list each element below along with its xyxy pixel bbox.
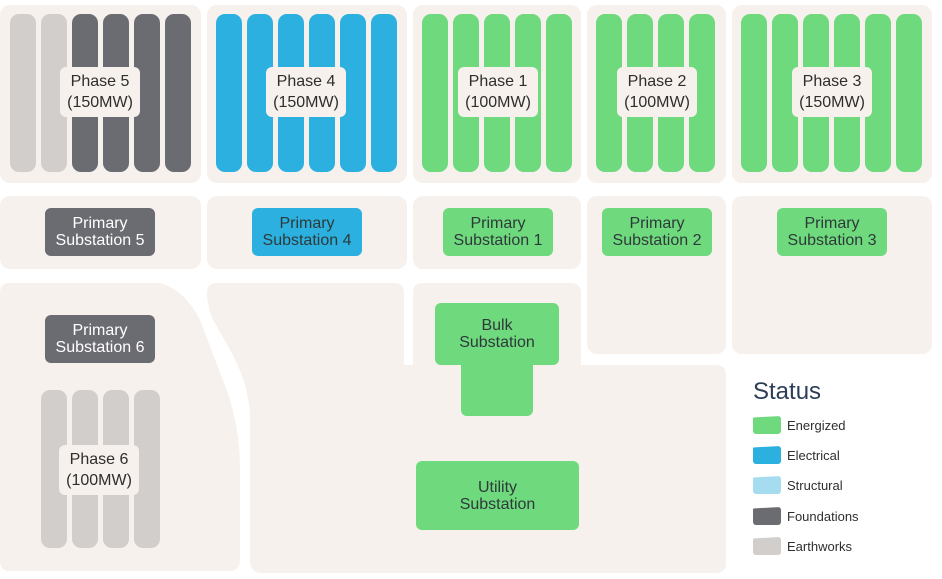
legend-label: Earthworks — [787, 538, 853, 554]
phase3-row — [741, 14, 767, 172]
phase1-label[interactable]: Phase 1 (100MW) — [458, 67, 538, 117]
primary-substation-3-line1: Primary — [804, 215, 860, 232]
legend-label: Structural — [787, 477, 843, 493]
phase5-name: Phase 5 — [70, 73, 130, 90]
primary-substation-1[interactable]: Primary Substation 1 — [443, 208, 553, 256]
primary-substation-6[interactable]: Primary Substation 6 — [45, 315, 155, 363]
phase4-row — [371, 14, 397, 172]
phase4-name: Phase 4 — [276, 73, 336, 90]
phase6-name: Phase 6 — [69, 451, 129, 468]
phase1-name: Phase 1 — [468, 73, 528, 90]
primary-substation-2-line2: Substation 2 — [612, 232, 702, 249]
phase2-label[interactable]: Phase 2 (100MW) — [617, 67, 697, 117]
primary-substation-6-line2: Substation 6 — [55, 339, 145, 356]
primary-substation-6-line1: Primary — [72, 322, 128, 339]
phase1-row — [546, 14, 572, 172]
bulk-substation-line2: Substation — [459, 334, 535, 351]
phase1-capacity: (100MW) — [465, 94, 531, 111]
legend-label: Electrical — [787, 447, 840, 463]
primary-substation-5-line2: Substation 5 — [55, 232, 145, 249]
utility-substation[interactable]: Utility Substation — [416, 461, 579, 530]
legend-item-foundations: Foundations — [753, 506, 859, 526]
phase3-name: Phase 3 — [802, 73, 862, 90]
primary-substation-3[interactable]: Primary Substation 3 — [777, 208, 887, 256]
phase3-row — [896, 14, 922, 172]
primary-substation-5[interactable]: Primary Substation 5 — [45, 208, 155, 256]
primary-substation-2[interactable]: Primary Substation 2 — [602, 208, 712, 256]
energized-swatch-icon — [753, 416, 781, 434]
earthworks-swatch-icon — [753, 537, 781, 555]
primary-substation-4-line2: Substation 4 — [262, 232, 352, 249]
foundations-swatch-icon — [753, 507, 781, 525]
legend-item-energized: Energized — [753, 415, 846, 435]
phase4-label[interactable]: Phase 4 (150MW) — [266, 67, 346, 117]
phase4-capacity: (150MW) — [273, 94, 339, 111]
utility-substation-line2: Substation — [459, 495, 536, 513]
utility-substation-line1: Utility — [477, 478, 518, 496]
legend-label: Foundations — [787, 508, 859, 524]
bulk-substation[interactable]: Bulk Substation — [435, 303, 559, 365]
phase2-capacity: (100MW) — [624, 94, 690, 111]
primary-substation-4[interactable]: Primary Substation 4 — [252, 208, 362, 256]
legend-item-earthworks: Earthworks — [753, 536, 852, 556]
bulk-substation-line1: Bulk — [481, 317, 513, 334]
primary-substation-5-line1: Primary — [72, 215, 128, 232]
phase5-row — [10, 14, 36, 172]
phase1-row — [422, 14, 448, 172]
phase3-capacity: (150MW) — [799, 94, 865, 111]
phase2-name: Phase 2 — [627, 73, 687, 90]
phase4-row — [216, 14, 242, 172]
electrical-swatch-icon — [753, 446, 781, 464]
legend-label: Energized — [787, 417, 846, 433]
legend-title: Status — [753, 378, 822, 405]
phase5-capacity: (150MW) — [67, 94, 133, 111]
primary-substation-1-line1: Primary — [470, 215, 526, 232]
primary-substation-3-line2: Substation 3 — [787, 232, 877, 249]
phase6-label[interactable]: Phase 6 (100MW) — [59, 445, 139, 495]
phase5-label[interactable]: Phase 5 (150MW) — [60, 67, 140, 117]
legend-item-electrical: Electrical — [753, 445, 840, 465]
primary-substation-1-line2: Substation 1 — [453, 232, 543, 249]
parcel-main-substations — [207, 283, 726, 573]
primary-substation-4-line1: Primary — [279, 215, 335, 232]
phase3-label[interactable]: Phase 3 (150MW) — [792, 67, 872, 117]
phase6-capacity: (100MW) — [66, 472, 132, 489]
legend-item-structural: Structural — [753, 475, 843, 495]
phase5-row — [165, 14, 191, 172]
structural-swatch-icon — [753, 476, 781, 494]
primary-substation-2-line1: Primary — [629, 215, 685, 232]
